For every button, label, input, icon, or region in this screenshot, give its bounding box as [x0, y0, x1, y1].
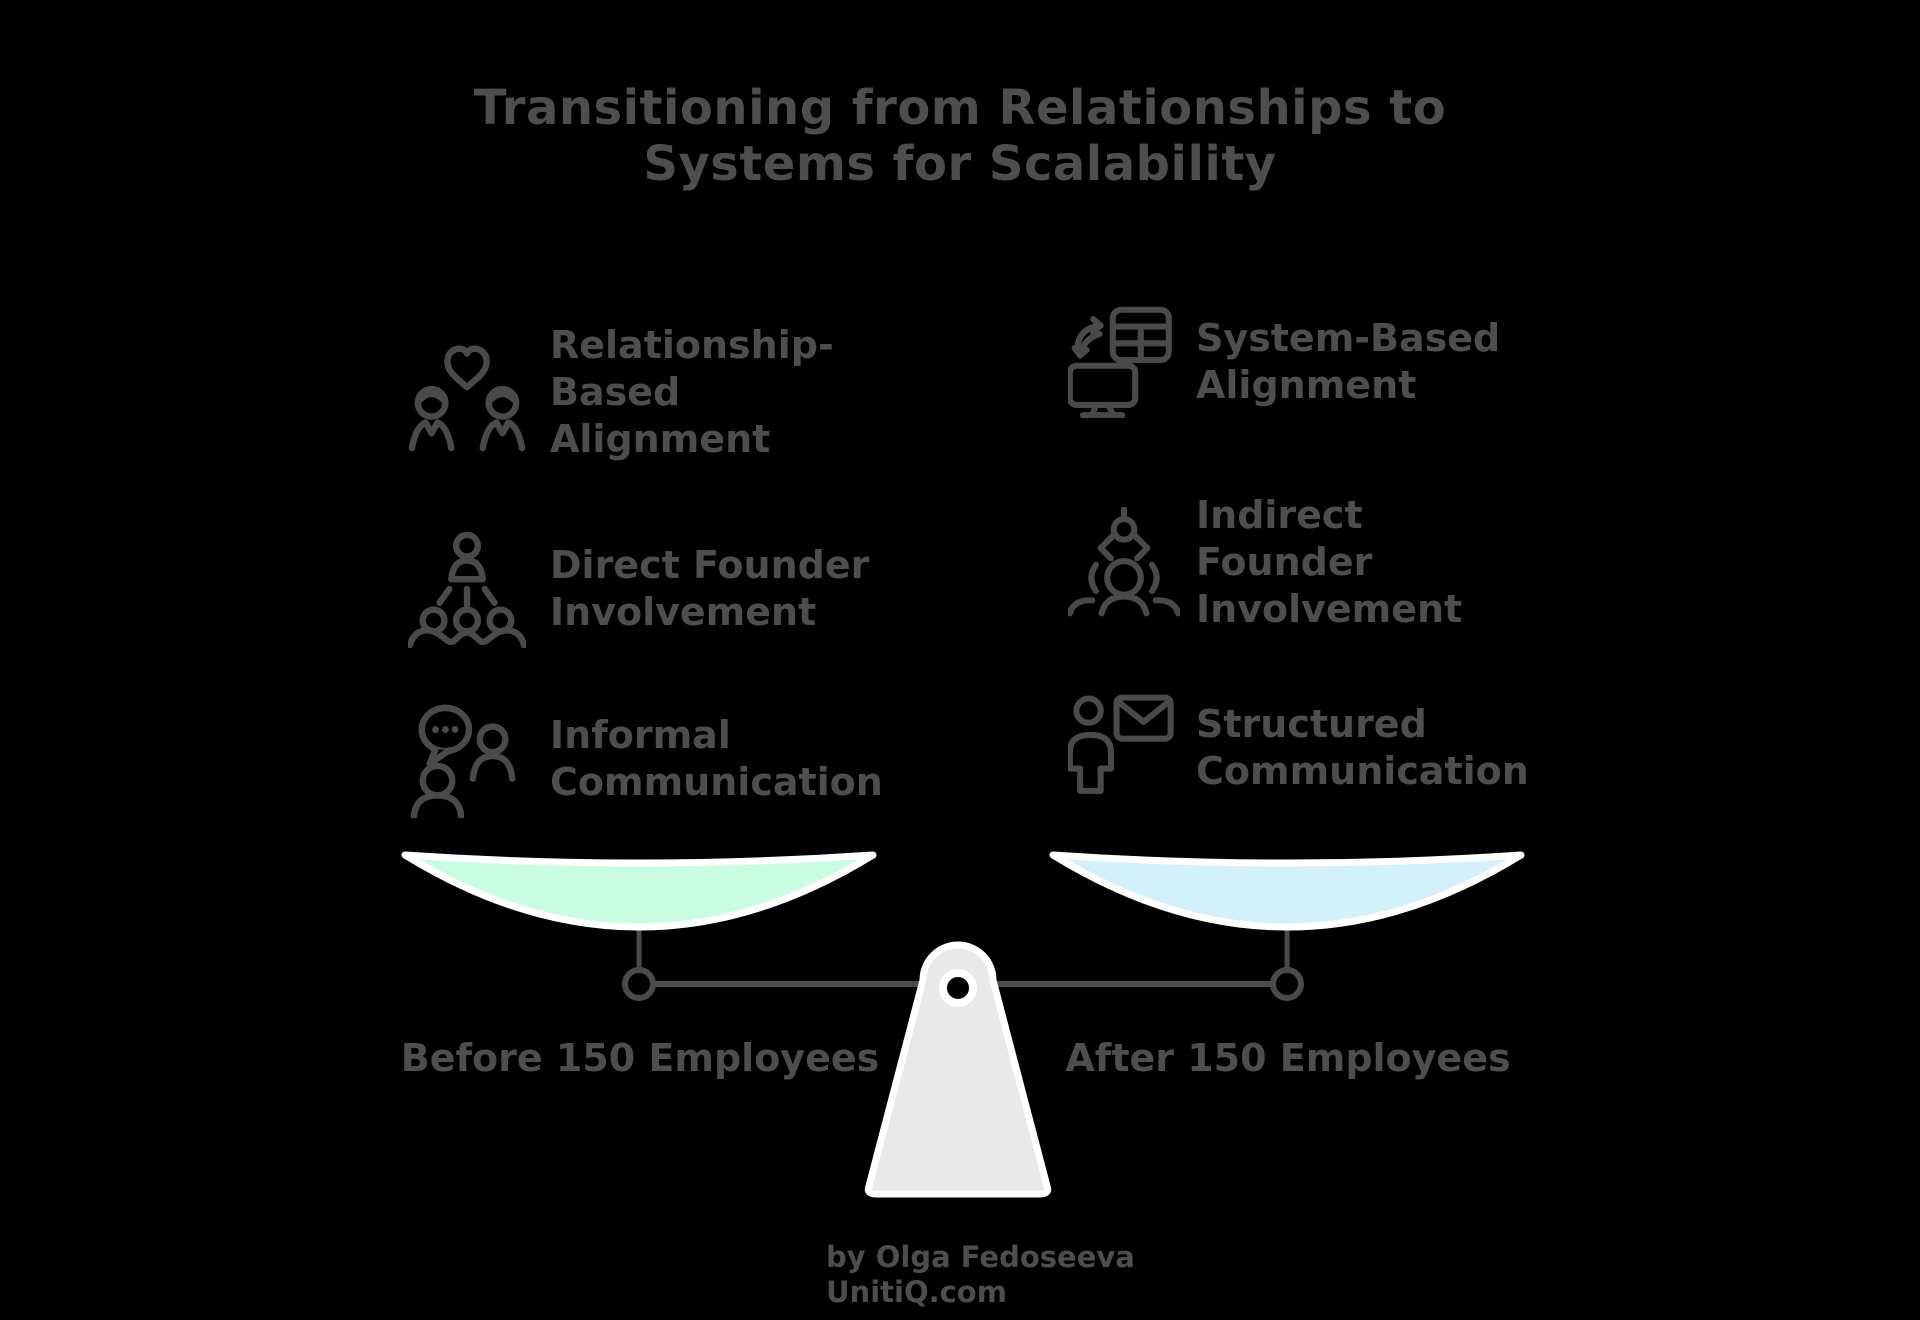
author-credit: by Olga Fedoseeva UnitiQ.com — [826, 1240, 1135, 1309]
fulcrum-weight — [864, 941, 1052, 1198]
left-scale-pan — [401, 851, 877, 931]
list-item-direct-founder: Direct Founder Involvement — [408, 530, 869, 648]
right-scale-pan — [1049, 851, 1525, 931]
right-pivot-circle — [1270, 967, 1304, 1001]
list-item-relationship-alignment: Relationship- Based Alignment — [408, 322, 834, 463]
page-title: Transitioning from Relationships to Syst… — [473, 80, 1447, 192]
list-item-label: Relationship- Based Alignment — [550, 323, 834, 461]
list-item-label: Structured Communication — [1196, 702, 1529, 793]
right-pan-label: After 150 Employees — [1065, 1036, 1511, 1080]
relationship-couple-heart-icon — [408, 334, 526, 452]
founder-hierarchy-icon — [408, 530, 526, 648]
list-item-structured-communication: Structured Communication — [1068, 692, 1529, 804]
list-item-label: System-Based Alignment — [1196, 316, 1501, 407]
list-item-label: Direct Founder Involvement — [550, 543, 870, 634]
delegation-icon — [1068, 506, 1180, 619]
left-pivot-circle — [622, 967, 656, 1001]
list-item-informal-communication: Informal Communication — [408, 700, 883, 818]
left-pan-label: Before 150 Employees — [400, 1036, 880, 1080]
list-item-label: Indirect Founder Involvement — [1196, 493, 1463, 631]
list-item-indirect-founder: Indirect Founder Involvement — [1068, 492, 1462, 633]
fulcrum-hole — [939, 969, 977, 1007]
list-item-label: Informal Communication — [550, 713, 883, 804]
chat-people-icon — [408, 700, 526, 818]
system-grid-monitor-icon — [1068, 306, 1180, 418]
person-envelope-icon — [1068, 692, 1180, 804]
list-item-system-alignment: System-Based Alignment — [1068, 306, 1500, 418]
